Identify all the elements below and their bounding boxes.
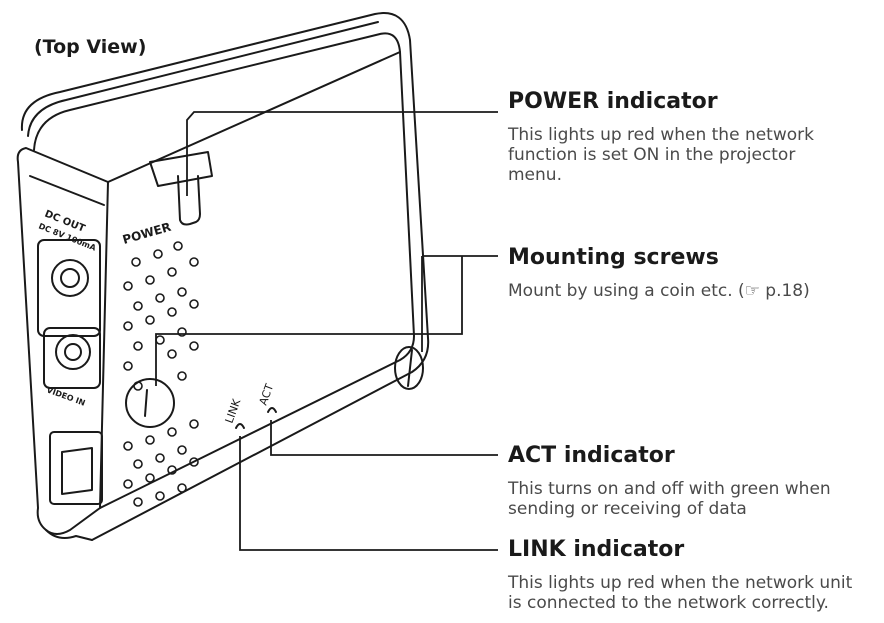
lan-port-jack <box>61 447 93 495</box>
device-main-face <box>99 51 415 509</box>
power-label: POWER <box>121 220 173 247</box>
act-label: ACT <box>257 382 277 407</box>
video-in-port <box>55 334 91 370</box>
dc-out-port-frame <box>37 239 101 337</box>
lan-port <box>49 431 103 505</box>
mounting-screw-lower <box>125 378 175 428</box>
device-side-panel <box>16 147 109 535</box>
callout-description: This turns on and off with green when se… <box>508 479 831 519</box>
callout-title: LINK indicator <box>508 537 685 562</box>
vent-holes <box>123 241 199 507</box>
link-label: LINK <box>223 397 244 426</box>
callout-title: POWER indicator <box>508 89 718 114</box>
callout-description: This lights up red when the network func… <box>508 125 814 185</box>
leader-link <box>239 436 498 551</box>
dc-out-port <box>51 259 89 297</box>
mounting-screw-right <box>394 346 424 390</box>
callout-description: This lights up red when the network unit… <box>508 573 853 613</box>
video-in-port-inner <box>64 343 82 361</box>
leader-act <box>270 420 498 456</box>
callout-act-indicator: ACT indicator This turns on and off with… <box>508 443 868 519</box>
callout-power-indicator: POWER indicator This lights up red when … <box>508 89 868 185</box>
device-top-bevel <box>27 21 379 137</box>
leader-screws <box>155 255 498 386</box>
callout-title: Mounting screws <box>508 245 719 270</box>
video-in-port-frame <box>43 327 101 389</box>
power-tab-side <box>177 175 201 226</box>
device-top-inner-edge <box>33 32 401 151</box>
device-top-edge <box>20 12 430 541</box>
link-led <box>235 423 245 429</box>
power-tab <box>149 151 213 187</box>
callout-link-indicator: LINK indicator This lights up red when t… <box>508 537 868 613</box>
dc-out-port-inner <box>60 268 80 288</box>
device-bottom-edge <box>45 529 93 541</box>
callout-description: Mount by using a coin etc. (☞ p.18) <box>508 281 810 301</box>
view-label: (Top View) <box>34 36 147 58</box>
callout-title: ACT indicator <box>508 443 675 468</box>
device-side-inner <box>29 175 105 206</box>
callout-mounting-screws: Mounting screws Mount by using a coin et… <box>508 245 868 301</box>
leader-power <box>186 111 498 196</box>
act-led <box>267 407 277 413</box>
leader-lines <box>155 111 498 551</box>
